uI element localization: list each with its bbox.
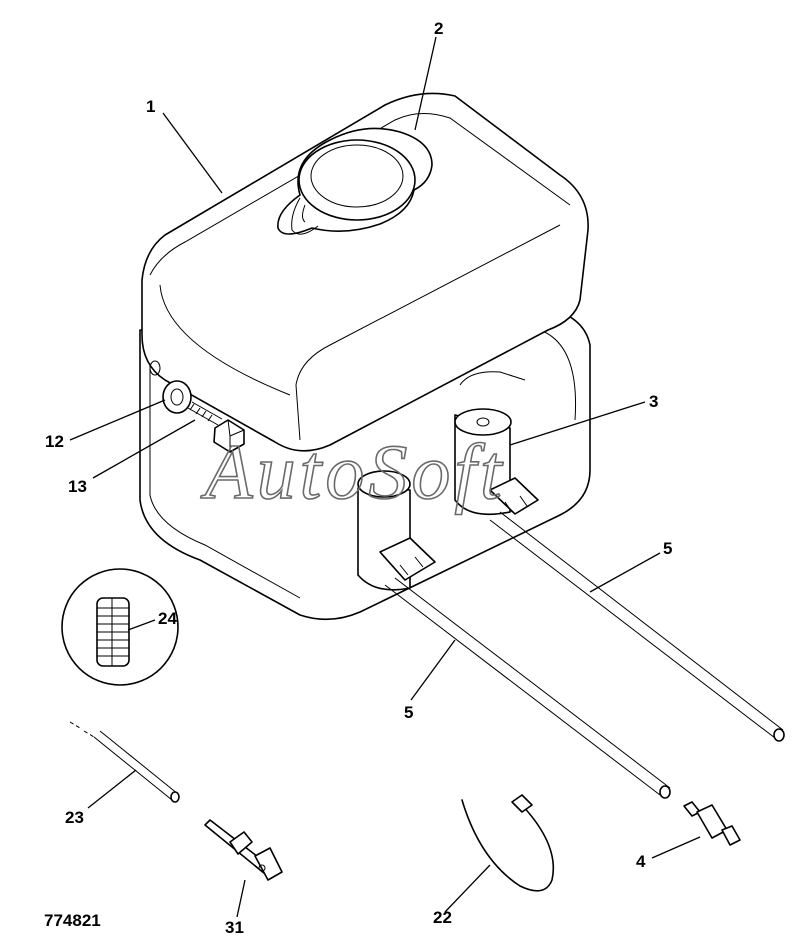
callout-22: 22 [433,908,452,927]
tube [69,721,180,803]
check-valve [683,801,741,846]
callout-31: 31 [225,918,244,937]
watermark: AutoSoft [200,428,506,515]
callout-12: 12 [45,432,64,451]
hose-rear [489,511,785,742]
callout-24: 24 [158,609,177,628]
reservoir-upper-body [141,92,589,452]
cable-tie [461,794,555,892]
callout-13: 13 [68,477,87,496]
callout-3: 3 [649,392,658,411]
spring-detail-inset [61,568,179,686]
callout-4: 4 [636,852,646,871]
washer-pump-rear [454,408,539,516]
filler-cap [277,127,433,235]
connector [204,819,283,881]
washer-pump-front [357,470,436,591]
callout-1: 1 [146,97,155,116]
leader-lines [69,36,701,918]
callout-23: 23 [65,808,84,827]
figure-code: 774821 [44,911,101,930]
callout-5-left: 5 [404,703,413,722]
hose-front [384,577,671,799]
mounting-bolt [187,401,245,453]
callout-2: 2 [434,19,443,38]
callout-5-right: 5 [663,539,672,558]
grommet [149,360,192,414]
